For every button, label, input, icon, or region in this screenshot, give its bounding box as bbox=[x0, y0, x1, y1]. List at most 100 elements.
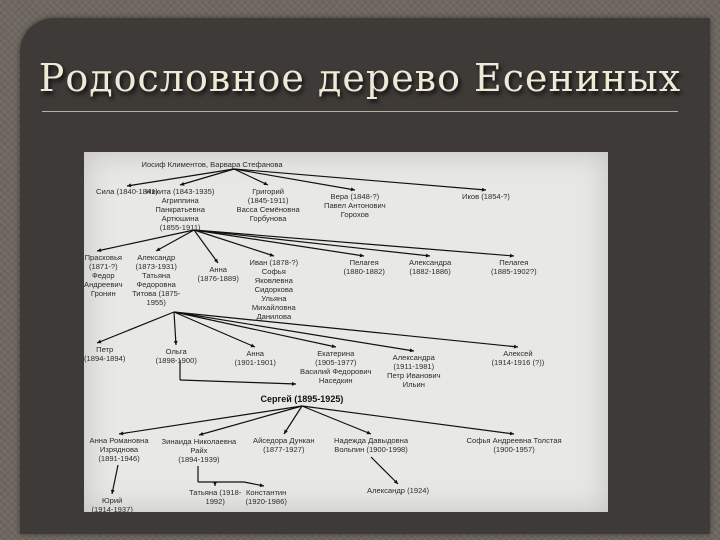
gen3-node-2-line-1: Ольга bbox=[165, 347, 187, 356]
arrow-root-to-gen1-3-head bbox=[263, 181, 268, 186]
arrow-gen1-to-gen2-1-head bbox=[97, 248, 102, 253]
arrow-gen2-to-gen3-3 bbox=[173, 311, 256, 348]
arrow-sergei-to-wife-4 bbox=[301, 405, 372, 435]
sergei-node-1-line-1: Сергей (1895-1925) bbox=[260, 394, 344, 404]
wives-node-2-line-1: Зинаида Николаевна bbox=[161, 437, 237, 446]
gen2-node-3-line-1: Анна bbox=[209, 265, 228, 274]
gen3-node-1-line-1: Петр bbox=[96, 345, 114, 354]
gen3-node-5-line-3: Петр Иванович bbox=[387, 371, 441, 380]
gen1-node-3-line-3: Васса Семёновна bbox=[236, 205, 300, 214]
wives-node-3-line-1: Айседора Дункан bbox=[253, 436, 315, 445]
arrow-sergei-to-wife-2 bbox=[198, 405, 303, 436]
gen3-node-4-line-4: Наседкин bbox=[318, 376, 353, 385]
gen2-node-5-line-2: (1880-1882) bbox=[343, 267, 385, 276]
gen1-node-4-line-2: Павел Антонович bbox=[324, 201, 386, 210]
arrow-gen2-to-gen3-6 bbox=[173, 311, 519, 348]
arrow-root-to-gen1-5-head bbox=[481, 187, 486, 192]
gen3-node-3-line-1: Анна bbox=[246, 349, 265, 358]
arrow-gen2-to-gen3-1-head bbox=[97, 339, 102, 344]
arrow-root-to-gen1-2 bbox=[179, 168, 235, 186]
arrow-gen1-to-gen2-2 bbox=[155, 229, 195, 252]
tree-connectors bbox=[96, 168, 519, 495]
children-node-3-line-1: Константин bbox=[246, 488, 287, 497]
sergei-node-1: Сергей (1895-1925) bbox=[261, 395, 344, 404]
wives-node-3: Айседора Дункан(1877-1927) bbox=[253, 436, 315, 454]
gen3-node-2-line-2: (1898-1900) bbox=[155, 356, 197, 365]
arrow-root-to-gen1-3 bbox=[233, 168, 269, 186]
arrow-root-to-gen1-4-head bbox=[350, 187, 355, 192]
arrow-sergei-to-wife-5-head bbox=[509, 431, 514, 436]
gen3-node-6-line-1: Алексей bbox=[503, 349, 533, 358]
wives-node-4-line-1: Надежда Давыдовна bbox=[334, 436, 409, 445]
arrow-gen1-to-gen2-3 bbox=[193, 229, 219, 264]
gen2-node-1-line-5: Гронин bbox=[90, 289, 116, 298]
gen1-node-2-line-3: Панкратьевна bbox=[155, 205, 205, 214]
gen2-node-6-line-2: (1882-1886) bbox=[409, 267, 451, 276]
gen1-node-2-line-4: Артюшина bbox=[161, 214, 199, 223]
children-node-3: Константин(1920-1986) bbox=[246, 488, 287, 506]
arrow-gen2-to-gen3-2 bbox=[173, 311, 177, 346]
arrow-wife1-to-child1 bbox=[111, 464, 119, 495]
root-node-1: Иосиф Климентов, Варвара Стефанова bbox=[142, 160, 283, 169]
gen2-node-7-line-2: (1885-1902?) bbox=[491, 267, 537, 276]
gen2-node-2-line-1: Александр bbox=[137, 253, 176, 262]
children-node-2-line-1: Татьяна (1918- bbox=[189, 488, 242, 497]
gen1-node-4-line-3: Горохов bbox=[340, 210, 369, 219]
gen3-node-4-line-2: (1905-1977) bbox=[315, 358, 357, 367]
children-node-1-line-2: (1914-1937) bbox=[91, 505, 133, 514]
gen2-node-4-line-1: Иван (1878-?) bbox=[249, 258, 299, 267]
arrow-wife4-to-child4-head bbox=[393, 479, 398, 484]
wives-node-4-line-2: Вольпин (1900-1998) bbox=[334, 445, 408, 454]
wives-node-1-line-3: (1891-1946) bbox=[98, 454, 140, 463]
sergei-bracket-arrow-head bbox=[291, 381, 296, 386]
children-node-3-line-2: (1920-1986) bbox=[245, 497, 287, 506]
arrow-wife2-to-child3-head bbox=[259, 483, 264, 488]
arrow-gen1-to-gen2-7 bbox=[193, 229, 515, 257]
gen2-node-1-line-2: (1871-?) bbox=[88, 262, 118, 271]
gen3-node-6: Алексей(1914-1916 (?)) bbox=[492, 349, 545, 367]
gen3-node-5-line-1: Александра bbox=[392, 353, 435, 362]
arrow-gen2-to-gen3-6-head bbox=[513, 344, 518, 349]
arrow-sergei-to-wife-4-head bbox=[366, 430, 371, 435]
gen3-node-3-line-2: (1901-1901) bbox=[234, 358, 276, 367]
arrow-gen1-to-gen2-2-head bbox=[156, 247, 161, 251]
gen2-node-3-line-2: (1876-1889) bbox=[197, 274, 239, 283]
wives-node-5: Софья Андреевна Толстая(1900-1957) bbox=[467, 436, 562, 454]
gen1-node-1-line-1: Сила (1840-1841) bbox=[96, 187, 158, 196]
gen2-node-4-line-2: Софья bbox=[261, 267, 286, 276]
wives-node-3-line-2: (1877-1927) bbox=[263, 445, 305, 454]
arrow-gen2-to-gen3-1 bbox=[96, 311, 175, 344]
gen1-node-2-line-1: Никита (1843-1935) bbox=[146, 187, 215, 196]
arrow-gen2-to-gen3-2-head bbox=[173, 340, 178, 345]
title-divider bbox=[42, 111, 678, 112]
wives-node-1-line-2: Изряднова bbox=[99, 445, 139, 454]
gen3-node-2: Ольга(1898-1900) bbox=[156, 347, 197, 365]
children-node-4: Александр (1924) bbox=[367, 486, 429, 495]
arrow-gen1-to-gen2-6-head bbox=[425, 253, 430, 258]
children-node-4-line-1: Александр (1924) bbox=[367, 486, 430, 495]
gen1-node-2-line-2: Агриппина bbox=[161, 196, 199, 205]
gen2-node-3: Анна(1876-1889) bbox=[198, 265, 239, 283]
arrow-gen2-to-gen3-5 bbox=[173, 311, 415, 352]
gen2-node-4-line-6: Михайловна bbox=[251, 303, 296, 312]
arrow-wife1-to-child1-head bbox=[110, 489, 115, 494]
gen2-node-2-line-2: (1873-1931) bbox=[135, 262, 177, 271]
arrow-sergei-to-wife-1 bbox=[118, 405, 303, 435]
arrow-gen1-to-gen2-5-head bbox=[359, 253, 364, 258]
gen1-node-5: Иков (1854-?) bbox=[462, 192, 510, 201]
gen2-node-7-line-1: Пелагея bbox=[499, 258, 529, 267]
arrow-gen1-to-gen2-5 bbox=[193, 229, 365, 257]
gen2-node-4-line-4: Сидоркова bbox=[254, 285, 294, 294]
gen1-node-1: Сила (1840-1841) bbox=[96, 187, 158, 196]
arrow-gen2-to-gen3-5-head bbox=[409, 348, 414, 353]
gen2-node-4-line-7: Данилова bbox=[256, 312, 292, 321]
gen2-node-6-line-1: Александра bbox=[409, 258, 452, 267]
